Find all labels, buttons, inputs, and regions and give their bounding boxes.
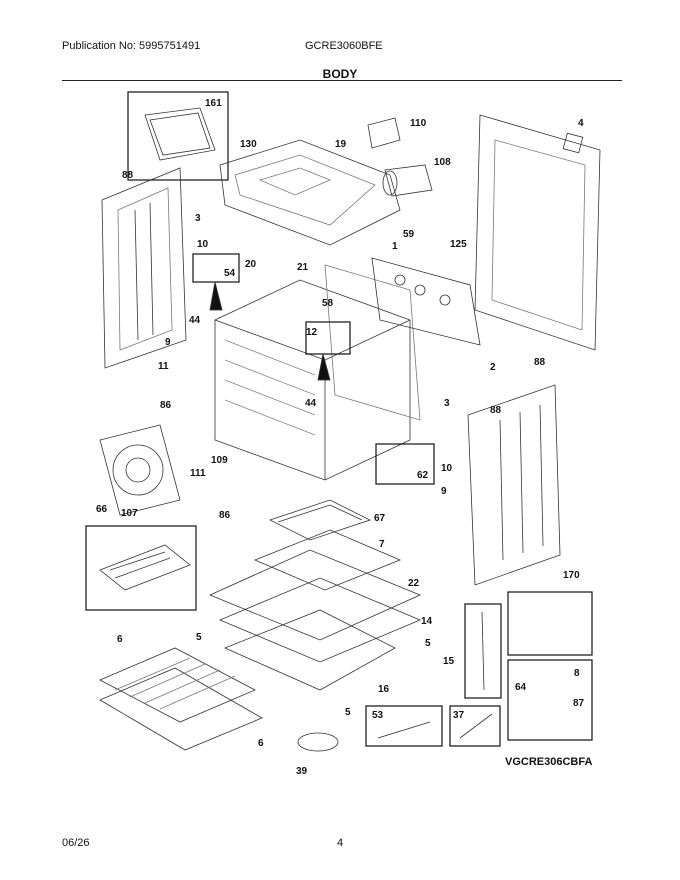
- callout-4: 4: [578, 118, 584, 129]
- callout-88-right-top: 88: [534, 357, 546, 368]
- callout-3-right: 3: [444, 398, 450, 409]
- part-10-right-side-panel: [467, 384, 561, 586]
- callout-9-left: 9: [165, 337, 171, 348]
- callout-7: 7: [379, 539, 385, 550]
- header-rule: [62, 80, 622, 81]
- callout-14: 14: [421, 616, 433, 627]
- callout-109: 109: [211, 455, 228, 466]
- inset-box-8: [507, 659, 593, 741]
- callout-19: 19: [335, 139, 347, 150]
- callout-67: 67: [374, 513, 386, 524]
- callout-170: 170: [563, 570, 580, 581]
- callout-88-left: 88: [122, 170, 134, 181]
- callout-161: 161: [205, 98, 222, 109]
- callout-6-top: 6: [117, 634, 123, 645]
- callout-44-left: 44: [189, 315, 201, 326]
- inset-box-12: [305, 321, 351, 355]
- part-39-cord: [297, 732, 339, 752]
- callout-3-left: 3: [195, 213, 201, 224]
- callout-125: 125: [450, 239, 467, 250]
- callout-39: 39: [296, 766, 308, 777]
- callout-6-bottom: 6: [258, 738, 264, 749]
- inset-box-15: [464, 603, 502, 699]
- publication-number: Publication No: 5995751491: [62, 40, 201, 52]
- callout-110: 110: [410, 118, 427, 129]
- part-7-element: [253, 529, 402, 591]
- part-110-bracket: [367, 117, 401, 149]
- callout-66: 66: [96, 504, 108, 515]
- callout-10-right: 10: [441, 463, 453, 474]
- callout-10-left: 10: [197, 239, 209, 250]
- page-number: 4: [337, 837, 344, 849]
- callout-21: 21: [297, 262, 309, 273]
- part-16-base: [223, 609, 396, 691]
- callout-86-bottom: 86: [219, 510, 231, 521]
- part-4-back-panel: [474, 114, 601, 351]
- callout-2: 2: [490, 362, 496, 373]
- inset-box-66: [85, 525, 197, 611]
- part-22-bottom-frame: [208, 549, 422, 641]
- callout-107: 107: [121, 508, 138, 519]
- part-6-rack-upper: [99, 647, 256, 723]
- callout-5-bottom: 5: [345, 707, 351, 718]
- part-107-fan-cover: [99, 424, 181, 516]
- callout-12: 12: [306, 327, 318, 338]
- part-130-top-panel: [219, 139, 401, 246]
- part-67-element: [268, 499, 372, 541]
- callout-62: 62: [417, 470, 429, 481]
- callout-111: 111: [190, 468, 206, 479]
- part-10-left-side-panel: [101, 167, 187, 369]
- inset-box-62: [375, 443, 435, 485]
- section-title: BODY: [322, 67, 358, 81]
- callout-37: 37: [453, 710, 465, 721]
- part-108-blower: [384, 164, 433, 197]
- callout-22: 22: [408, 578, 420, 589]
- part-1-control-panel: [371, 257, 481, 346]
- callout-5-right: 5: [425, 638, 431, 649]
- callout-1: 1: [392, 241, 398, 252]
- callout-54: 54: [224, 268, 236, 279]
- callout-44-right: 44: [305, 398, 317, 409]
- callout-87: 87: [573, 698, 585, 709]
- part-161-frame: [144, 107, 216, 161]
- inset-box-53: [365, 705, 443, 747]
- part-58-wrapper: [324, 264, 421, 421]
- callout-88-right-mid: 88: [490, 405, 502, 416]
- callout-9-right: 9: [441, 486, 447, 497]
- callout-130: 130: [240, 139, 257, 150]
- footer-date: 06/26: [62, 837, 90, 849]
- callout-16: 16: [378, 684, 390, 695]
- callout-58: 58: [322, 298, 334, 309]
- inset-box-161: [127, 91, 229, 181]
- part-14-tray: [218, 577, 422, 663]
- callout-64: 64: [515, 682, 527, 693]
- part-11-oven-cavity: [214, 279, 411, 481]
- inset-box-170: [507, 591, 593, 656]
- callout-53: 53: [372, 710, 384, 721]
- callout-15: 15: [443, 656, 455, 667]
- part-6-rack-lower: [99, 667, 263, 751]
- callout-20: 20: [245, 259, 257, 270]
- callout-11: 11: [158, 361, 169, 372]
- inset-box-54: [192, 253, 240, 283]
- model-number: GCRE3060BFE: [305, 40, 383, 52]
- callout-108: 108: [434, 157, 451, 168]
- inset-box-37: [449, 705, 501, 747]
- callout-8: 8: [574, 668, 580, 679]
- callout-59: 59: [403, 229, 415, 240]
- callout-86-top: 86: [160, 400, 172, 411]
- callout-5-left: 5: [196, 632, 202, 643]
- figure-reference: VGCRE306CBFA: [505, 756, 592, 768]
